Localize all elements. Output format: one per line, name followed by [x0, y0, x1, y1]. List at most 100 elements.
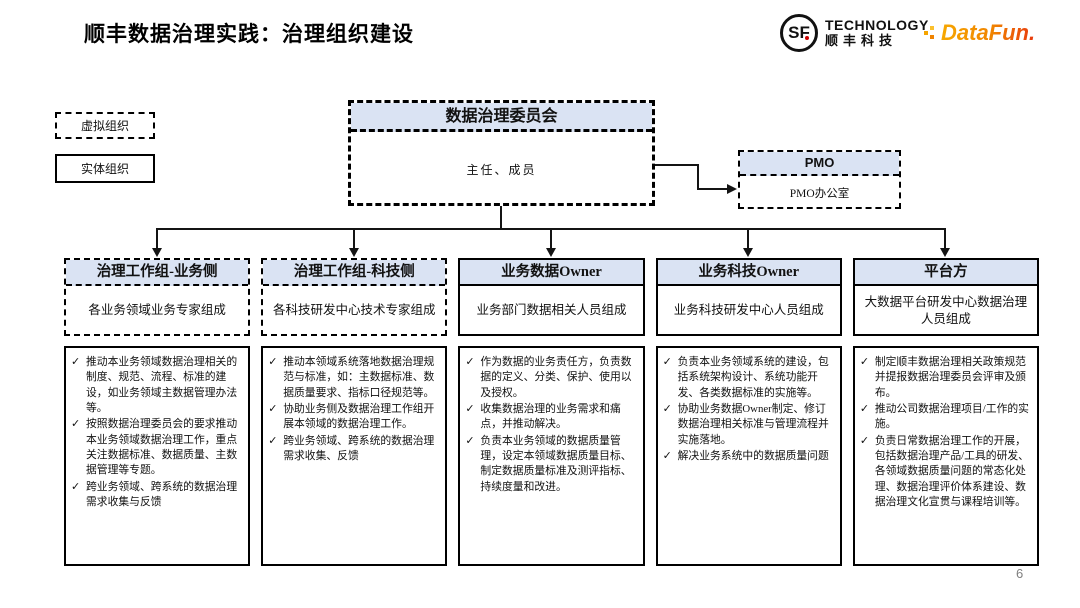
check-icon: ✓: [465, 434, 475, 447]
column-platform: 平台方 大数据平台研发中心数据治理人员组成 ✓ 制定顺丰数据治理相关政策规范并提报…: [852, 258, 1040, 566]
bullet-text: 推动公司数据治理项目/工作的实施。: [874, 402, 1029, 431]
sf-technology-logo: SF TECHNOLOGY 顺丰科技: [780, 14, 929, 52]
bullet-text: 跨业务领域、跨系统的数据治理需求收集、反馈: [283, 434, 435, 462]
bullet-item: ✓ 制定顺丰数据治理相关政策规范并提报数据治理委员会评审及颁布。: [860, 355, 1031, 401]
check-icon: ✓: [859, 434, 870, 447]
pmo-box: PMO PMO办公室: [738, 150, 901, 209]
column-duties: ✓ 作为数据的业务责任方，负责数据的定义、分类、保护、使用以及授权。 ✓ 收集数据治理…: [458, 346, 645, 566]
datafun-dots-icon: [924, 26, 937, 39]
check-icon: ✓: [662, 449, 672, 462]
check-icon: ✓: [662, 402, 672, 415]
bullet-item: ✓ 推动公司数据治理项目/工作的实施。: [860, 402, 1031, 433]
bullet-text: 负责本业务领域系统的建设，包括系统架构设计、系统功能开发、各类数据标准的实施等。: [677, 356, 829, 399]
page-title: 顺丰数据治理实践：治理组织建设: [84, 22, 414, 46]
bullet-item: ✓ 负责日常数据治理工作的开展，包括数据治理产品/工具的研发、各领域数据质量问题的…: [860, 434, 1031, 511]
bullet-item: ✓解决业务系统中的数据质量问题: [663, 449, 834, 465]
arrowhead-col-5: [940, 248, 950, 257]
connector-committee-down: [500, 206, 502, 230]
check-icon: ✓: [859, 356, 870, 368]
drop-line-1: [156, 228, 158, 249]
check-icon: ✓: [268, 356, 278, 368]
bullet-text: 负责日常数据治理工作的开展，包括数据治理产品/工具的研发、各领域数据质量问题的常…: [874, 434, 1029, 508]
check-icon: ✓: [465, 356, 475, 368]
bullet-text: 作为数据的业务责任方，负责数据的定义、分类、保护、使用以及授权。: [480, 356, 632, 399]
committee-members: 主任、成员: [466, 162, 537, 177]
column-title: 平台方: [854, 260, 1038, 286]
bullet-item: ✓ 负责本业务领域的数据质量管理，设定本领域数据质量目标、制定数据质量标准及测评指…: [465, 434, 636, 495]
column-header: 平台方 大数据平台研发中心数据治理人员组成: [852, 258, 1040, 336]
page-number: 6: [1016, 566, 1024, 581]
column-subtitle: 业务科技研发中心人员组成: [673, 303, 824, 318]
bullet-item: ✓ 推动本业务领域数据治理相关的制度、规范、流程、标准的建设，如业务领域主数据管理…: [71, 355, 242, 416]
drop-line-3: [550, 228, 552, 249]
committee-title: 数据治理委员会: [351, 103, 652, 132]
check-icon: ✓: [465, 402, 475, 415]
column-title: 治理工作组-业务侧: [66, 260, 249, 286]
column-business-data-owner: 业务数据Owner 业务部门数据相关人员组成 ✓ 作为数据的业务责任方，负责数据的…: [458, 258, 645, 566]
arrowhead-col-4: [743, 248, 753, 257]
bullet-item: ✓ 收集数据治理的业务需求和痛点，并推动解决。: [465, 402, 636, 433]
column-duties: ✓ 制定顺丰数据治理相关政策规范并提报数据治理委员会评审及颁布。 ✓ 推动公司数据治理…: [852, 346, 1040, 566]
bullet-text: 负责本业务领域的数据质量管理，设定本领域数据质量目标、制定数据质量标准及测评指标…: [480, 434, 632, 493]
arrowhead-col-1: [152, 248, 162, 257]
bullet-text: 协助业务数据Owner制定、修订数据治理相关标准与管理流程并实施落地。: [677, 402, 829, 446]
column-subtitle: 大数据平台研发中心数据治理人员组成: [864, 294, 1028, 326]
column-title: 业务科技Owner: [657, 260, 840, 286]
connector-committee-pmo-v: [697, 164, 699, 190]
bullet-text: 推动本业务领域数据治理相关的制度、规范、流程、标准的建设，如业务领域主数据管理办…: [86, 356, 238, 414]
arrowhead-col-3: [546, 248, 556, 257]
bullet-text: 跨业务领域、跨系统的数据治理需求收集与反馈: [86, 480, 238, 508]
arrowhead-into-pmo: [727, 184, 737, 194]
bullet-text: 按照数据治理委员会的要求推动本业务领域数据治理工作，重点关注数据标准、数据质量、…: [86, 418, 238, 477]
column-subtitle: 各科技研发中心技术专家组成: [273, 303, 436, 318]
drop-line-2: [353, 228, 355, 249]
check-icon: ✓: [662, 356, 672, 368]
legend-virtual-org: 虚拟组织: [55, 112, 155, 139]
check-icon: ✓: [71, 418, 81, 431]
column-gov-workgroup-business: 治理工作组-业务侧 各业务领域业务专家组成 ✓ 推动本业务领域数据治理相关的制度、…: [64, 258, 251, 566]
sf-logo-text: SF: [788, 23, 810, 42]
bullet-text: 制定顺丰数据治理相关政策规范并提报数据治理委员会评审及颁布。: [874, 356, 1026, 399]
bullet-text: 推动本领域系统落地数据治理规范与标准，如：主数据标准、数据质量要求、指标口径规范…: [283, 356, 435, 399]
bullet-item: ✓ 作为数据的业务责任方，负责数据的定义、分类、保护、使用以及授权。: [465, 355, 636, 401]
column-duties: ✓ 推动本领域系统落地数据治理规范与标准，如：主数据标准、数据质量要求、指标口径规…: [261, 346, 448, 566]
check-icon: ✓: [859, 402, 870, 415]
bullet-item: ✓ 推动本领域系统落地数据治理规范与标准，如：主数据标准、数据质量要求、指标口径规…: [268, 355, 439, 401]
column-subtitle: 业务部门数据相关人员组成: [476, 303, 627, 318]
datafun-logo: DataFun.: [924, 22, 1035, 44]
column-business-tech-owner: 业务科技Owner 业务科技研发中心人员组成 ✓ 负责本业务领域系统的建设，包括系…: [655, 258, 842, 566]
bullet-item: ✓ 跨业务领域、跨系统的数据治理需求收集与反馈: [71, 480, 242, 511]
bullet-item: ✓ 协助业务数据Owner制定、修订数据治理相关标准与管理流程并实施落地。: [663, 402, 834, 448]
pmo-title: PMO: [740, 152, 899, 176]
arrowhead-col-2: [349, 248, 359, 257]
datafun-logo-text: DataFun.: [941, 20, 1036, 45]
column-header: 业务数据Owner 业务部门数据相关人员组成: [458, 258, 645, 336]
connector-committee-pmo-h1: [655, 164, 699, 166]
column-subtitle: 各业务领域业务专家组成: [88, 303, 226, 318]
sf-logo-en: TECHNOLOGY: [825, 17, 929, 34]
sf-logo-icon: SF: [780, 14, 818, 52]
legend-entity-org: 实体组织: [55, 154, 155, 183]
connector-committee-pmo-h2: [697, 188, 728, 190]
bullet-item: ✓ 按照数据治理委员会的要求推动本业务领域数据治理工作，重点关注数据标准、数据质量…: [71, 417, 242, 478]
column-header: 治理工作组-业务侧 各业务领域业务专家组成: [64, 258, 251, 336]
committee-box: 数据治理委员会 主任、成员: [348, 100, 655, 206]
column-title: 治理工作组-科技侧: [263, 260, 446, 286]
check-icon: ✓: [71, 356, 81, 368]
check-icon: ✓: [71, 480, 81, 493]
bullet-item: ✓ 负责本业务领域系统的建设，包括系统架构设计、系统功能开发、各类数据标准的实施等…: [663, 355, 834, 401]
pmo-office: PMO办公室: [789, 187, 850, 200]
check-icon: ✓: [268, 402, 278, 415]
sf-logo-dot: [805, 36, 809, 40]
role-columns: 治理工作组-业务侧 各业务领域业务专家组成 ✓ 推动本业务领域数据治理相关的制度、…: [64, 258, 1040, 566]
bullet-text: 收集数据治理的业务需求和痛点，并推动解决。: [480, 402, 621, 431]
sf-logo-cn: 顺丰科技: [825, 32, 898, 48]
drop-line-4: [747, 228, 749, 249]
check-icon: ✓: [268, 434, 278, 447]
column-header: 业务科技Owner 业务科技研发中心人员组成: [655, 258, 842, 336]
column-header: 治理工作组-科技侧 各科技研发中心技术专家组成: [261, 258, 448, 336]
bullet-item: ✓ 协助业务侧及数据治理工作组开展本领域的数据治理工作。: [268, 402, 439, 433]
bullet-text: 协助业务侧及数据治理工作组开展本领域的数据治理工作。: [283, 402, 435, 431]
column-title: 业务数据Owner: [460, 260, 643, 286]
column-duties: ✓ 推动本业务领域数据治理相关的制度、规范、流程、标准的建设，如业务领域主数据管理…: [64, 346, 251, 566]
